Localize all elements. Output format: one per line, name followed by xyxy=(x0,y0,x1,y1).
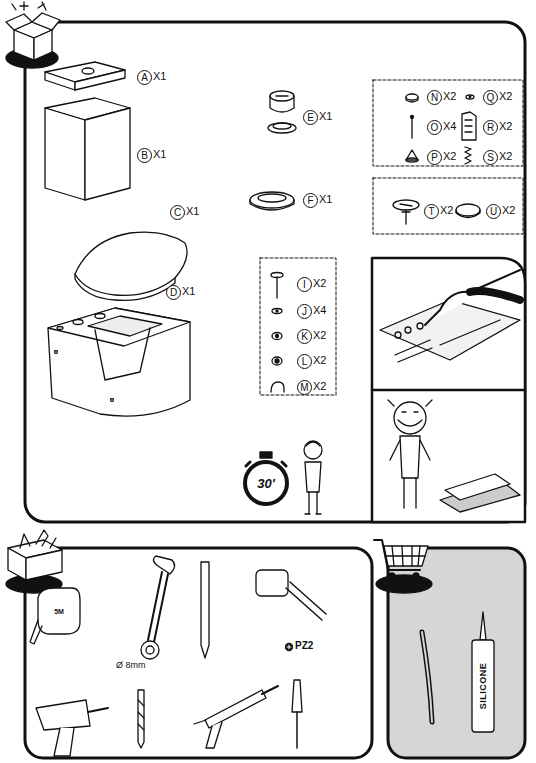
quantity: X2 xyxy=(443,149,456,164)
dimension: Ø 8mm xyxy=(116,660,146,670)
quantity: X4 xyxy=(443,119,456,134)
part-letter: O xyxy=(427,120,442,135)
part-letter: J xyxy=(297,304,312,319)
part-letter: F xyxy=(303,193,318,208)
quantity: X2 xyxy=(313,276,326,291)
time-label: 30' xyxy=(257,476,275,491)
quantity: X2 xyxy=(502,203,515,218)
tape-label: 5M xyxy=(54,608,64,615)
part-letter: C xyxy=(170,205,185,220)
quantity: X4 xyxy=(313,303,326,318)
part-letter: U xyxy=(486,204,501,219)
quantity: X1 xyxy=(182,284,195,299)
quantity: X2 xyxy=(313,379,326,394)
part-letter: M xyxy=(297,380,312,395)
quantity: X1 xyxy=(319,109,332,124)
part-letter: Q xyxy=(483,90,498,105)
quantity: X1 xyxy=(153,147,166,162)
part-letter: K xyxy=(297,329,312,344)
quantity: X1 xyxy=(186,204,199,219)
part-letter: B xyxy=(137,148,152,163)
part-letter: E xyxy=(303,110,318,125)
quantity: X2 xyxy=(443,89,456,104)
screwdriver-size: PZ2 xyxy=(295,640,313,651)
quantity: X2 xyxy=(313,353,326,368)
part-letter: P xyxy=(427,150,442,165)
quantity: X2 xyxy=(313,328,326,343)
part-letter: T xyxy=(424,204,439,219)
part-letter: S xyxy=(483,150,498,165)
part-letter: A xyxy=(137,70,152,85)
part-letter: L xyxy=(297,354,312,369)
part-letter: R xyxy=(483,120,498,135)
quantity: X2 xyxy=(499,149,512,164)
part-letter: I xyxy=(297,277,312,292)
quantity: X1 xyxy=(319,192,332,207)
part-letter: D xyxy=(166,285,181,300)
quantity: X2 xyxy=(440,203,453,218)
part-letter: N xyxy=(427,90,442,105)
quantity: X2 xyxy=(499,89,512,104)
quantity: X1 xyxy=(153,69,166,84)
product-label: SILICONE xyxy=(478,663,488,710)
quantity: X2 xyxy=(499,119,512,134)
